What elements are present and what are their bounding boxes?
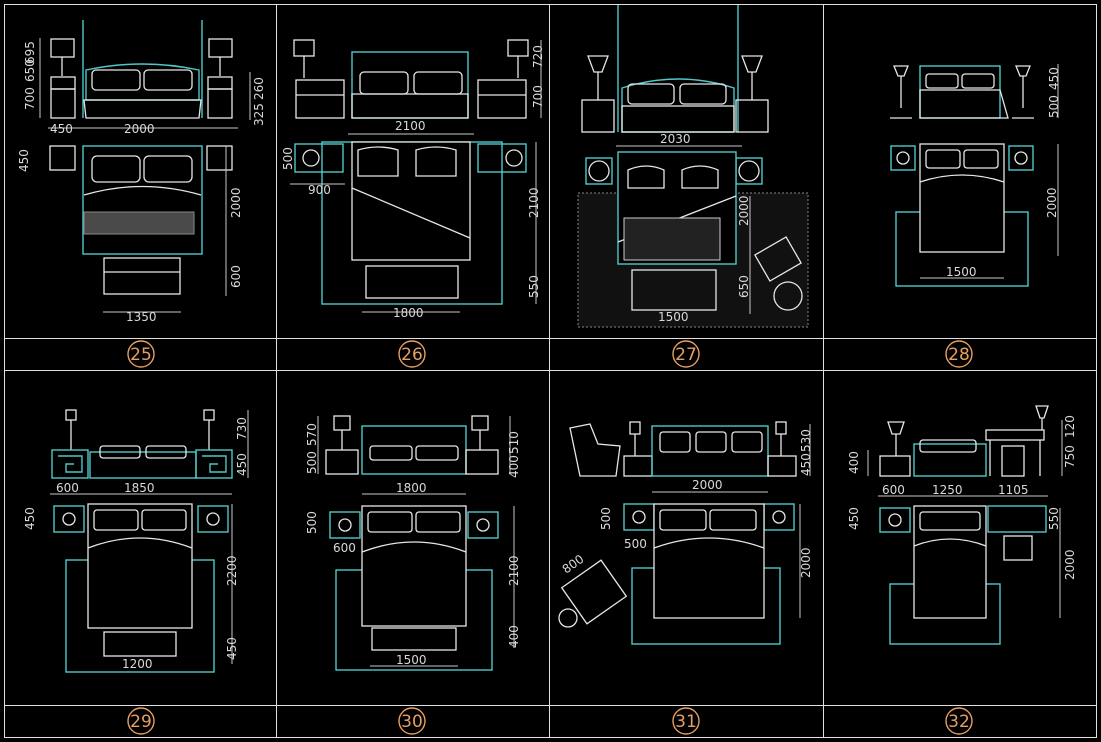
dim-31-1: 450 bbox=[799, 453, 813, 476]
dim-25-3: 260 bbox=[252, 77, 266, 100]
dim-31-4: 500 bbox=[624, 537, 647, 551]
dim-26-0: 720 bbox=[531, 45, 545, 68]
dim-30-9: 1500 bbox=[396, 653, 427, 667]
dim-29-0: 730 bbox=[235, 417, 249, 440]
elevation-27 bbox=[581, 5, 769, 133]
dim-28-0: 450 bbox=[1047, 67, 1061, 90]
dim-32-3: 600 bbox=[882, 483, 905, 497]
dim-25-9: 600 bbox=[229, 265, 243, 288]
dim-27-2: 650 bbox=[737, 275, 751, 298]
dim-29-1: 450 bbox=[235, 453, 249, 476]
layout-number-30: 30 bbox=[401, 712, 423, 732]
dim-25-1: 650 bbox=[23, 59, 37, 82]
elevation-29 bbox=[51, 409, 249, 479]
dim-25-7: 450 bbox=[17, 149, 31, 172]
dim-26-4: 900 bbox=[308, 183, 331, 197]
dim-32-8: 2000 bbox=[1063, 549, 1077, 580]
dim-32-5: 1105 bbox=[998, 483, 1029, 497]
dim-32-0: 400 bbox=[847, 451, 861, 474]
dim-27-3: 1500 bbox=[658, 310, 689, 324]
dim-25-0: 700 bbox=[23, 87, 37, 110]
bed-layout-25: 700 650 695 260 325 450 2000 450 2000 60… bbox=[17, 20, 266, 368]
layout-number-29: 29 bbox=[130, 712, 152, 732]
layout-number-32: 32 bbox=[948, 712, 970, 732]
bed-layout-28: 450 500 2000 1500 28 bbox=[890, 64, 1061, 368]
dim-25-6: 2000 bbox=[124, 122, 155, 136]
dim-25-10: 1350 bbox=[126, 310, 157, 324]
dim-28-2: 2000 bbox=[1045, 187, 1059, 218]
dim-29-4: 450 bbox=[23, 507, 37, 530]
dim-30-4: 1800 bbox=[396, 481, 427, 495]
dim-26-7: 1800 bbox=[393, 306, 424, 320]
dim-26-6: 550 bbox=[527, 275, 541, 298]
dim-29-7: 1200 bbox=[122, 657, 153, 671]
plan-28 bbox=[890, 143, 1059, 287]
dim-29-5: 2200 bbox=[225, 555, 239, 586]
dim-30-8: 400 bbox=[507, 625, 521, 648]
dim-26-1: 700 bbox=[531, 85, 545, 108]
plan-31 bbox=[558, 503, 801, 645]
dim-32-4: 1250 bbox=[932, 483, 963, 497]
dim-26-2: 2100 bbox=[395, 119, 426, 133]
dim-29-2: 600 bbox=[56, 481, 79, 495]
bed-layout-29: 730 450 600 1850 450 2200 450 1200 29 bbox=[23, 409, 249, 735]
dim-25-5: 450 bbox=[50, 122, 73, 136]
dim-26-5: 2100 bbox=[527, 187, 541, 218]
layout-number-26: 26 bbox=[401, 345, 423, 365]
elevation-25 bbox=[39, 20, 251, 120]
bed-layout-31: 530 450 2000 500 500 800 2000 31 bbox=[558, 421, 813, 735]
dim-31-6: 2000 bbox=[799, 547, 813, 578]
plan-30 bbox=[329, 505, 515, 671]
dim-25-4: 325 bbox=[252, 103, 266, 126]
plan-27 bbox=[577, 151, 809, 328]
dim-27-1: 2000 bbox=[737, 195, 751, 226]
layout-number-25: 25 bbox=[130, 345, 152, 365]
bed-layout-30: 500 570 510 400 1800 500 600 2100 400 15… bbox=[305, 415, 521, 735]
dim-31-0: 530 bbox=[799, 429, 813, 452]
dim-29-3: 1850 bbox=[124, 481, 155, 495]
elevation-26 bbox=[293, 39, 542, 119]
dim-32-1: 750 bbox=[1063, 445, 1077, 468]
bed-layout-26: 720 700 2100 500 900 2100 550 1800 26 bbox=[281, 39, 545, 368]
dim-30-2: 510 bbox=[507, 431, 521, 454]
dim-32-2: 120 bbox=[1063, 415, 1077, 438]
elevation-28 bbox=[890, 64, 1059, 119]
sheet-frame bbox=[4, 4, 1097, 738]
dim-28-3: 1500 bbox=[946, 265, 977, 279]
dim-30-0: 500 bbox=[305, 451, 319, 474]
plan-29 bbox=[53, 503, 233, 673]
dim-32-6: 450 bbox=[847, 507, 861, 530]
dim-27-0: 2030 bbox=[660, 132, 691, 146]
dim-30-7: 2100 bbox=[507, 555, 521, 586]
elevation-31 bbox=[569, 421, 811, 477]
dim-25-8: 2000 bbox=[229, 187, 243, 218]
bed-layout-27: 2030 2000 650 1500 27 bbox=[577, 5, 809, 368]
elevation-30 bbox=[317, 415, 511, 475]
plan-32 bbox=[879, 505, 1061, 645]
dim-30-5: 500 bbox=[305, 511, 319, 534]
dim-31-2: 2000 bbox=[692, 478, 723, 492]
elevation-32 bbox=[867, 405, 1063, 477]
plan-25 bbox=[49, 145, 233, 313]
dim-30-3: 400 bbox=[507, 455, 521, 478]
layout-number-27: 27 bbox=[675, 345, 697, 365]
dim-30-1: 570 bbox=[305, 423, 319, 446]
dim-29-6: 450 bbox=[225, 637, 239, 660]
dim-32-7: 550 bbox=[1047, 507, 1061, 530]
plan-26 bbox=[290, 141, 537, 313]
dim-30-6: 600 bbox=[333, 541, 356, 555]
layout-number-28: 28 bbox=[948, 345, 970, 365]
dim-25-2: 695 bbox=[23, 41, 37, 64]
dim-26-3: 500 bbox=[281, 147, 295, 170]
dim-28-1: 500 bbox=[1047, 95, 1061, 118]
bed-layout-32: 400 750 120 600 1250 1105 450 550 2000 3… bbox=[847, 405, 1077, 735]
dim-31-3: 500 bbox=[599, 507, 613, 530]
layout-number-31: 31 bbox=[675, 712, 697, 732]
